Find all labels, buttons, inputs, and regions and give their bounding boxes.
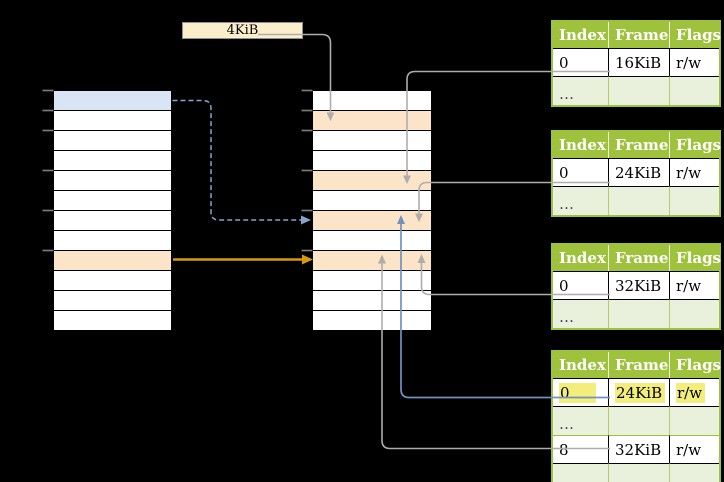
memory-cell [313,111,431,131]
table-cell: r/w [670,271,719,299]
table-row: 0 24KiB r/w [553,378,719,406]
highlighted-value: 0 [559,382,596,403]
table-cell: 32KiB [609,435,670,463]
column-header: Flags [670,132,721,158]
table-cell: … [553,76,609,105]
table-cell [670,76,719,105]
memory-cell [54,271,171,291]
table-cell: 0 [553,158,609,186]
memory-cell [54,111,171,131]
table-cell: … [553,299,609,328]
memory-cell [54,151,171,171]
table-cell: r/w [670,378,719,406]
memory-cell [313,231,431,251]
physical-address-ticks [301,89,313,252]
table-cell: … [553,186,609,215]
arrow-virtual-page-to-page-table [172,99,311,225]
memory-cell [313,91,431,111]
table-cell [609,76,670,105]
memory-cell [54,231,171,251]
memory-cell [313,271,431,291]
table-row: … [553,186,719,215]
physical-memory-column [312,90,432,331]
table-row: … [553,299,719,328]
column-header: Index [553,352,609,378]
table-cell [670,463,719,482]
table-cell: … [553,463,609,482]
column-header: Frame [609,352,670,378]
memory-cell [313,171,431,191]
column-header: Index [553,245,609,271]
table-cell: 0 [553,48,609,76]
table-cell [670,299,719,328]
table-cell: r/w [670,48,719,76]
memory-cell [313,291,431,311]
table-cell: 16KiB [609,48,670,76]
table-cell: … [553,406,609,435]
memory-cell [313,131,431,151]
memory-cell [313,251,431,271]
memory-cell [313,211,431,231]
table-cell [609,299,670,328]
table-cell: 24KiB [609,378,670,406]
table-cell [670,186,719,215]
table-cell: r/w [670,435,719,463]
memory-cell [54,91,171,111]
column-header: Flags [670,245,721,271]
table-row: … [553,463,719,482]
table-cell [609,406,670,435]
column-header: Frame [609,22,670,48]
column-header: Flags [670,22,721,48]
column-header: Frame [609,132,670,158]
memory-cell [313,151,431,171]
table-cell [609,186,670,215]
virtual-memory-column [53,90,172,331]
memory-cell [313,191,431,211]
table-cell: 32KiB [609,271,670,299]
column-header: Frame [609,245,670,271]
page-size-label-box: 4KiB [182,22,303,39]
column-header: Index [553,132,609,158]
arrow-virtual-to-physical-translation [173,254,313,265]
memory-cell [313,311,431,330]
memory-cell [54,131,171,151]
column-header: Flags [670,352,721,378]
virtual-address-ticks [42,89,54,252]
highlighted-value: 24KiB [615,382,666,403]
table-row: … [553,406,719,435]
table-cell: r/w [670,158,719,186]
memory-cell [54,291,171,311]
memory-cell [54,311,171,330]
memory-cell [54,211,171,231]
column-header: Index [553,22,609,48]
table-cell: 0 [553,378,609,406]
table-cell [670,406,719,435]
memory-cell [54,191,171,211]
memory-cell [54,171,171,191]
table-row: … [553,76,719,105]
highlighted-value: r/w [676,382,706,403]
table-cell: 0 [553,271,609,299]
table-cell: 8 [553,435,609,463]
memory-cell [54,251,171,271]
table-cell: 24KiB [609,158,670,186]
table-cell [609,463,670,482]
page-size-label: 4KiB [226,23,259,38]
